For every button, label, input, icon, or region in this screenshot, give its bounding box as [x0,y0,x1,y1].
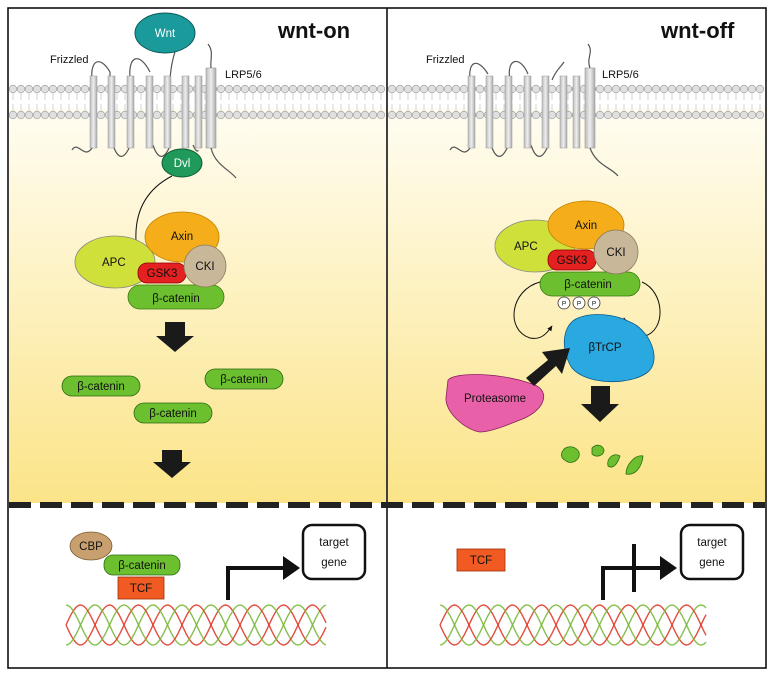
free-bcat-label-1: β-catenin [77,381,125,393]
apc-label-on: APC [102,257,126,269]
dvl-protein [161,148,203,178]
transcription-arrowhead-off [660,556,677,580]
membrane-off [387,84,765,120]
tcf-label-on: TCF [130,583,152,595]
gsk3-label-off: GSK3 [557,255,588,267]
destruction-complex-on [74,211,227,310]
bcat-complex-on [127,284,225,310]
gsk3-label-on: GSK3 [147,268,178,280]
transcription-arrow-off [601,566,662,600]
free-bcat-3 [133,402,213,424]
transcription-arrowhead-on [283,556,300,580]
apc-label-off: APC [514,241,538,253]
free-bcat-group [61,368,284,424]
down-arrow-on-2 [153,450,191,478]
panel-title-on: wnt-on [277,18,350,43]
target-gene-line2-off: gene [699,557,725,569]
down-arrow-on-1 [156,322,194,352]
bcat-complex-label-on: β-catenin [152,293,200,305]
target-gene-line2-on: gene [321,557,347,569]
frizzled-helices-off [467,75,581,149]
phospho-label-1: P [562,301,566,308]
degraded-bcat-fragments [561,444,644,475]
proteasome-label: Proteasome [464,393,526,405]
wnt-ligand [134,12,196,54]
cbp-protein [69,531,113,561]
target-gene-line1-off: target [697,537,727,549]
target-gene-box-on [301,523,367,581]
tcf-label-off: TCF [470,555,492,567]
dna-helix-on [65,604,327,646]
destruction-complex-off [494,200,641,297]
free-bcat-2 [204,368,284,390]
cki-label-off: CKI [606,247,625,259]
phospho-group [557,296,601,310]
loop-arrow-left [513,281,553,339]
target-gene-line1-on: target [319,537,349,549]
down-arrow-off [581,386,619,422]
lrp-receptor-off [584,67,596,149]
frizzled-label-off: Frizzled [426,54,465,66]
phospho-label-3: P [592,301,596,308]
cki-label-on: CKI [195,261,214,273]
nuclear-bcat [103,554,181,576]
target-gene-box-off [679,523,745,581]
free-bcat-label-2: β-catenin [220,374,268,386]
lrp-label-on: LRP5/6 [225,69,262,81]
dvl-label: Dvl [174,158,191,170]
lrp-receptor-on [205,67,217,149]
dna-helix-off [439,604,707,646]
frizzled-helices-on [89,75,203,149]
btrcp-label: βTrCP [588,342,621,354]
frizzled-receptor-off [449,61,565,157]
cki-protein-on [183,244,227,288]
tcf-on [117,576,165,600]
cbp-label: CBP [79,541,103,553]
phospho-label-2: P [577,301,581,308]
frizzled-label-on: Frizzled [50,54,89,66]
proteasome-arrow [526,348,570,386]
apc-protein-on [74,235,156,289]
free-bcat-label-3: β-catenin [149,408,197,420]
lrp-label-off: LRP5/6 [602,69,639,81]
panel-title-off: wnt-off [660,18,735,43]
bcat-complex-label-off: β-catenin [564,279,612,291]
free-bcat-1 [61,375,141,397]
wnt-label: Wnt [155,28,176,40]
transcription-arrow-on [226,566,285,600]
axin-label-on: Axin [171,231,193,243]
axin-label-off: Axin [575,220,597,232]
proteasome [445,374,545,433]
tcf-off [456,548,506,572]
nuclear-bcat-label: β-catenin [118,560,166,572]
